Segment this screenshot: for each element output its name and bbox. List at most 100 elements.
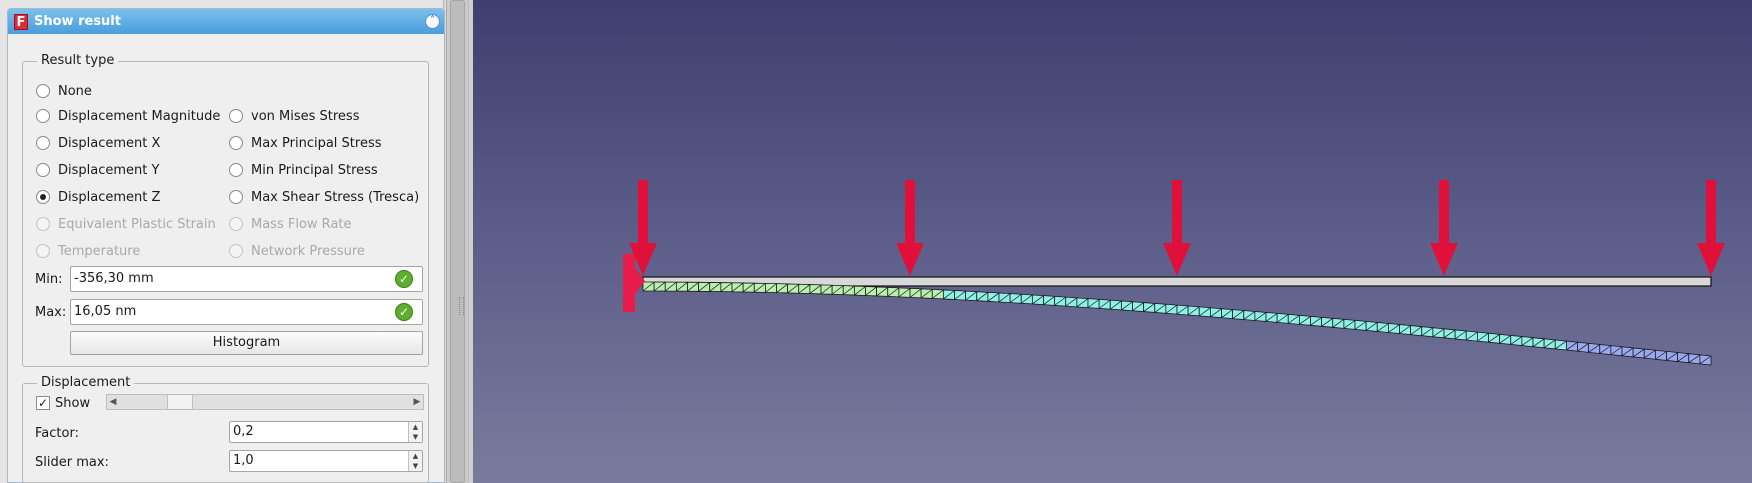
mesh-edge [1399, 325, 1411, 334]
mesh-edge [1132, 302, 1144, 312]
radio-label: Displacement Z [58, 189, 161, 205]
load-arrow-shaft [905, 180, 915, 245]
deformed-mesh [642, 281, 1712, 366]
spin-up-icon[interactable]: ▲ [412, 423, 419, 431]
task-panel-scrollbar[interactable] [446, 0, 468, 483]
show-label: Show [55, 396, 91, 411]
load-arrow-shaft [638, 180, 648, 245]
slider-max-label: Slider max: [35, 455, 109, 470]
factor-spinbox[interactable]: 0,2 ▲▼ [229, 421, 423, 443]
radio-max-principal-stress[interactable]: Max Principal Stress [229, 134, 382, 152]
3d-viewport[interactable] [473, 0, 1752, 483]
min-value-field[interactable]: -356,30 mm [70, 266, 423, 292]
mesh-edge [1644, 349, 1656, 359]
load-arrow-head [1163, 243, 1191, 276]
mesh-edge [1599, 345, 1612, 354]
radio-indicator [229, 190, 243, 204]
radio-von-mises-stress[interactable]: von Mises Stress [229, 107, 359, 125]
mesh-edge [1087, 299, 1100, 308]
mesh-edge [1098, 299, 1111, 309]
mesh-edge [709, 282, 722, 292]
mesh-edge [920, 289, 933, 299]
mesh-edge [1288, 315, 1300, 324]
load-arrow-shaft [1172, 180, 1182, 245]
displacement-slider[interactable]: ◀ ▶ [106, 394, 424, 410]
radio-label: None [58, 83, 92, 99]
radio-displacement-x[interactable]: Displacement X [36, 134, 160, 152]
load-arrow-icon [1430, 180, 1458, 276]
slider-right-arrow-icon[interactable]: ▶ [413, 397, 421, 407]
radio-label: Equivalent Plastic Strain [58, 216, 216, 232]
load-arrow-icon [1697, 180, 1725, 276]
mesh-edge [1165, 304, 1178, 314]
mesh-edge [1354, 321, 1367, 330]
mesh-edge [1009, 293, 1022, 303]
mesh-edge [843, 285, 855, 295]
radio-min-principal-stress[interactable]: Min Principal Stress [229, 161, 378, 179]
radio-label: Temperature [58, 243, 141, 259]
slider-handle[interactable] [167, 395, 193, 409]
radio-indicator [36, 136, 50, 150]
mesh-edge [809, 284, 822, 294]
radio-none[interactable]: None [36, 82, 92, 100]
fixed-support-wedge [635, 268, 645, 294]
mesh-edge [1121, 301, 1133, 311]
max-label: Max: [35, 305, 67, 320]
mesh-edge [1110, 300, 1122, 310]
mesh-edge [665, 281, 677, 292]
spin-down-icon[interactable]: ▼ [412, 462, 419, 470]
taskbox-header: F Show result ˄ [8, 9, 444, 34]
radio-label: Mass Flow Rate [251, 216, 352, 232]
factor-value: 0,2 [233, 424, 254, 439]
mesh-edge [1243, 311, 1256, 320]
show-displacement-checkbox[interactable]: ✓ [36, 396, 50, 410]
mesh-edge [1299, 316, 1311, 325]
radio-indicator [229, 163, 243, 177]
mesh-edge [965, 291, 977, 301]
spin-down-icon[interactable]: ▼ [412, 433, 419, 441]
mesh-edge [887, 287, 900, 297]
histogram-button[interactable]: Histogram [70, 331, 423, 355]
panel-splitter[interactable] [468, 0, 473, 483]
mesh-edge [1343, 320, 1356, 329]
radio-label: Min Principal Stress [251, 162, 378, 178]
slider-max-spinbox[interactable]: 1,0 ▲▼ [229, 450, 423, 472]
collapse-chevron-icon[interactable]: ˄ [425, 14, 440, 29]
radio-label: Displacement Magnitude [58, 108, 221, 124]
radio-displacement-z[interactable]: Displacement Z [36, 188, 160, 206]
mesh-edge [1655, 351, 1667, 360]
mesh-edge [1254, 312, 1267, 321]
mesh-edge [653, 281, 666, 292]
slider-left-arrow-icon[interactable]: ◀ [109, 397, 117, 407]
mesh-edge [1588, 344, 1600, 353]
radio-displacement-y[interactable]: Displacement Y [36, 161, 159, 179]
mesh-edge [820, 284, 833, 295]
mesh-edge [1621, 347, 1634, 357]
spin-buttons[interactable]: ▲▼ [408, 422, 422, 442]
radio-label: Max Shear Stress (Tresca) [251, 189, 420, 205]
spin-up-icon[interactable]: ▲ [412, 452, 419, 460]
scrollbar-grip-icon [459, 297, 464, 315]
mesh-edge [954, 290, 966, 300]
radio-network-pressure: Network Pressure [229, 242, 365, 260]
mesh-edge [898, 288, 911, 298]
mesh-edge [1332, 319, 1345, 328]
radio-max-shear-stress[interactable]: Max Shear Stress (Tresca) [229, 188, 419, 206]
mesh-edge [720, 282, 733, 292]
mesh-edge [698, 282, 710, 292]
mesh-edge [687, 282, 699, 292]
mesh-edge [1076, 298, 1089, 308]
mesh-edge [1388, 324, 1400, 333]
mesh-edge [765, 283, 777, 293]
radio-indicator [36, 190, 50, 204]
mesh-edge [1555, 340, 1567, 350]
radio-displacement-magnitude[interactable]: Displacement Magnitude [36, 107, 220, 125]
mesh-edge [1443, 329, 1456, 339]
mesh-edge [998, 293, 1011, 303]
max-value-field[interactable]: 16,05 nm [70, 299, 423, 325]
spin-buttons[interactable]: ▲▼ [408, 451, 422, 471]
freecad-logo-icon: F [14, 13, 28, 30]
scrollbar-thumb[interactable] [450, 0, 465, 483]
task-panel: F Show result ˄ Result type None Displac… [0, 0, 468, 483]
mesh-edge [1187, 306, 1200, 316]
